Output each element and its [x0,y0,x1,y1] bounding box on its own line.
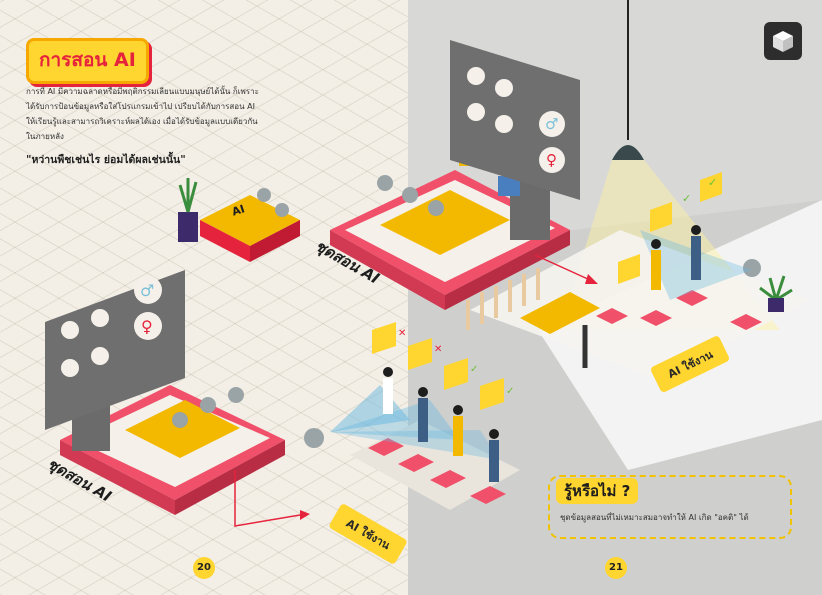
did-you-know-box [548,475,792,539]
book-icon [178,178,300,262]
check-icon: ✓ [470,364,478,375]
use-scene-right: ✓ ✓ [466,172,810,380]
logo-box-icon [764,22,802,60]
check-icon: ✓ [708,176,717,189]
page-number-left: 20 [193,557,215,579]
page-title: การสอน AI [26,38,149,84]
svg-text:♂: ♂ [545,115,558,133]
cross-icon: ✕ [398,328,406,339]
robot-icon [172,175,761,448]
svg-text:♀: ♀ [141,317,153,336]
use-scene-bottom: ✕ ✕ ✓ ✓ [330,322,520,510]
svg-text:♀: ♀ [546,151,557,169]
did-you-know-title: รู้หรือไม่ ? [556,478,639,504]
teach-platform-top [330,134,570,310]
arrow-bottom [234,470,310,527]
panel-bottom: ♂ ♀ [45,270,185,430]
check-icon: ✓ [506,386,514,397]
did-you-know-text: ชุดข้อมูลสอนที่ไม่เหมาะสมอาจทำให้ AI เกิ… [560,513,749,522]
panel-top: ♂ ♀ [450,40,580,200]
intro-text: การที่ AI มีความฉลาดหรือมีพฤติกรรมเลียนแ… [26,87,259,141]
cross-icon: ✕ [434,344,442,355]
page-number-right: 21 [605,557,627,579]
quote-text: "หว่านพืชเช่นไร ย่อมได้ผลเช่นนั้น" [26,154,186,166]
check-icon: ✓ [682,192,691,205]
arrow-top [534,254,598,284]
svg-text:♂: ♂ [140,281,154,300]
